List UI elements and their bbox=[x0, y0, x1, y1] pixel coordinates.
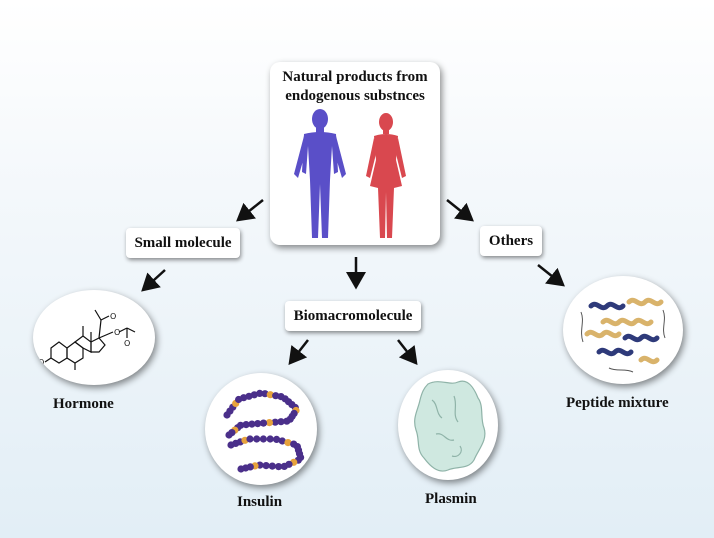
hormone-structure-circle: O O O O bbox=[33, 290, 155, 385]
insulin-bead bbox=[272, 392, 280, 400]
insulin-bead bbox=[259, 435, 267, 443]
insulin-bead bbox=[242, 421, 250, 429]
svg-text:O: O bbox=[110, 312, 116, 321]
svg-text:O: O bbox=[114, 328, 120, 337]
insulin-bead bbox=[262, 462, 270, 470]
insulin-bead bbox=[266, 391, 274, 399]
steroid-structure-icon: O O O O bbox=[38, 309, 136, 370]
center-title: Natural products from endogenous substnc… bbox=[270, 68, 440, 106]
center-title-line1: Natural products from bbox=[282, 69, 428, 85]
insulin-bead bbox=[250, 391, 258, 399]
insulin-bead bbox=[273, 435, 281, 443]
biomacromolecule-label: Biomacromolecule bbox=[285, 301, 421, 331]
insulin-bead bbox=[277, 418, 285, 426]
insulin-bead bbox=[268, 462, 276, 470]
female-figure-icon bbox=[366, 113, 406, 238]
center-card: Natural products from endogenous substnc… bbox=[270, 62, 440, 245]
insulin-bead bbox=[254, 420, 262, 428]
insulin-bead bbox=[278, 437, 286, 445]
insulin-bead bbox=[246, 435, 254, 443]
arrow-to-hormone bbox=[141, 269, 166, 292]
insulin-bead bbox=[248, 420, 256, 428]
insulin-bead bbox=[225, 431, 233, 439]
insulin-bead bbox=[266, 435, 274, 443]
arrow-to-plasmin bbox=[397, 339, 418, 365]
human-figures-icon bbox=[294, 109, 406, 238]
insulin-bead bbox=[271, 418, 279, 426]
insulin-bead bbox=[259, 419, 268, 427]
plasmin-label: Plasmin bbox=[425, 491, 477, 507]
insulin-bead bbox=[237, 465, 245, 473]
hormone-label: Hormone bbox=[53, 396, 114, 412]
plasmin-structure-circle bbox=[398, 370, 498, 480]
insulin-bead bbox=[265, 419, 273, 427]
arrow-to-small-molecule bbox=[236, 199, 264, 222]
insulin-bead bbox=[283, 417, 291, 425]
svg-text:O: O bbox=[38, 358, 44, 367]
arrow-to-peptide bbox=[537, 264, 565, 287]
insulin-bead bbox=[256, 389, 264, 397]
small-molecule-label: Small molecule bbox=[126, 228, 240, 258]
plasmin-surface-icon bbox=[414, 380, 486, 472]
peptide-helix-icon bbox=[580, 297, 666, 373]
others-label: Others bbox=[480, 226, 542, 256]
arrow-to-insulin bbox=[288, 339, 309, 365]
insulin-bead bbox=[253, 435, 261, 443]
peptide-structure-circle bbox=[563, 276, 683, 384]
insulin-bead bbox=[280, 462, 288, 470]
svg-text:O: O bbox=[124, 339, 130, 348]
insulin-bead bbox=[275, 463, 283, 471]
peptide-mixture-label: Peptide mixture bbox=[566, 395, 669, 411]
center-title-line2: endogenous substnces bbox=[285, 88, 425, 104]
insulin-bead bbox=[284, 439, 292, 447]
male-figure-icon bbox=[294, 109, 346, 238]
insulin-structure-circle bbox=[205, 373, 317, 485]
insulin-label: Insulin bbox=[237, 494, 283, 510]
arrow-to-others bbox=[446, 199, 474, 222]
insulin-chain-icon bbox=[223, 389, 305, 473]
